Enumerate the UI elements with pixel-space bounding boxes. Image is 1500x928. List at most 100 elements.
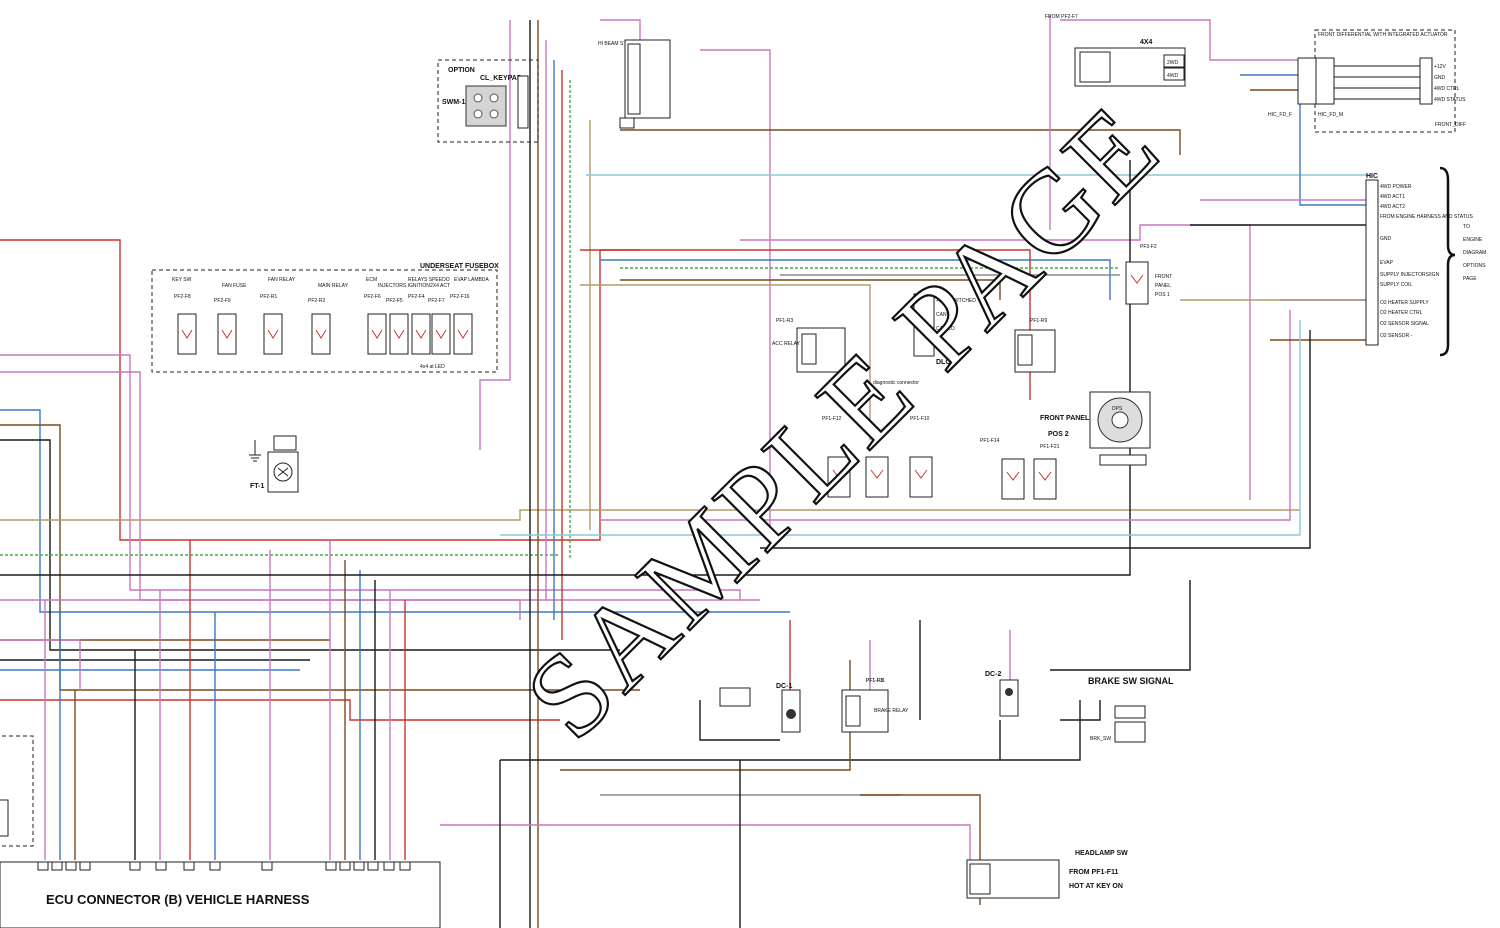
wire-tan: [580, 284, 871, 440]
wire-black: [760, 330, 1311, 549]
hic-label: HIC: [1366, 173, 1378, 180]
ecu-pin: [325, 861, 337, 871]
fusebox-header: RELAYS SPEEDO: [408, 277, 450, 283]
fuse-slot: [311, 313, 331, 355]
ecu-pin: [155, 861, 167, 871]
to-engine-line: TO: [1463, 224, 1470, 230]
fusebox-header: INJECTORS IGNITION: [378, 283, 430, 289]
front-diff-pin: GND: [1434, 75, 1446, 81]
wire-pink: [440, 824, 971, 860]
hic-fd-m-label: HIC_FD_M: [1318, 112, 1343, 118]
wire-blue: [0, 409, 790, 613]
ecu-pin: [65, 861, 77, 871]
pf-label: PF1-R8: [866, 678, 883, 684]
fuse-slot: [177, 313, 197, 355]
fuse-label: PF2-F9: [214, 298, 231, 304]
dlc-pin: CAN HI: [936, 312, 953, 318]
ecu-connector-title: ECU CONNECTOR (B) VEHICLE HARNESS: [46, 892, 310, 907]
fusebox-header: EVAP LAMBDA: [454, 277, 489, 283]
fuse-label: PF2-F4: [408, 294, 425, 300]
swm-label: SWM-1: [442, 99, 465, 106]
fuse-element: [267, 329, 279, 339]
ecu-pin: [51, 861, 63, 871]
fuse-slot: [367, 313, 387, 355]
dc-components: DC-1 DC-2 BRAKE RELAY: [719, 671, 1019, 733]
to-engine-line: ENGINE: [1463, 237, 1483, 243]
fuse-slot: [453, 313, 473, 355]
keypad-button: [489, 93, 499, 103]
hic-pin: O2 HEATER SUPPLY: [1380, 300, 1429, 306]
fuse-label: PF2-F7: [428, 298, 445, 304]
ft1-label: FT-1: [250, 483, 264, 490]
pf3-f2-label: PF3-F2: [1140, 244, 1157, 250]
hic-pin: O2 SENSOR -: [1380, 333, 1413, 339]
fusebox-header: FAN FUSE: [222, 283, 247, 289]
wire-red: [0, 699, 560, 721]
front-diff-group: FRONT DIFFERENTIAL WITH INTEGRATED ACTUA…: [1268, 29, 1466, 133]
pf-label: PF1-F14: [980, 438, 1000, 444]
wire-tan: [0, 509, 1300, 521]
ft1-component: FT-1: [249, 435, 299, 493]
ecu-pin: [383, 861, 395, 871]
brk-sw-label: BRK_SW: [1090, 736, 1111, 742]
front-diff-pin: +12V: [1434, 64, 1446, 70]
keypad-button: [473, 93, 483, 103]
wire-black: [1050, 580, 1191, 671]
wire-brown: [860, 794, 981, 905]
to-engine-line: OPTIONS: [1463, 263, 1486, 269]
wire-pink: [0, 639, 81, 690]
pf-label: PF1-R3: [776, 318, 793, 324]
headlamp-sw-label: HEADLAMP SW: [1075, 850, 1128, 857]
fuse-element: [415, 329, 427, 339]
ground-icon: [249, 440, 261, 462]
ecu-pin: [129, 861, 141, 871]
hi-beam-connector: HI BEAM STATUS: [598, 39, 671, 129]
ecu-pin: [183, 861, 195, 871]
fourwd-label: 4WD: [1167, 73, 1179, 79]
hic-pin: 4WD ACT1: [1380, 194, 1405, 200]
acc-relay-label: ACC RELAY: [772, 341, 801, 347]
dps-label: DPS: [1112, 406, 1123, 412]
pf-label: PF1-F12: [822, 416, 842, 422]
dps-sensor: DPS: [1089, 391, 1151, 466]
fuse-element: [393, 329, 405, 339]
fuse-label: PF2-F16: [450, 294, 470, 300]
ecu-pin: [261, 861, 273, 871]
dlc-pin: +12V SWITCHED: [936, 298, 976, 304]
fusebox-header: KEY SW: [172, 277, 192, 283]
from-pf2-f7-label: FROM PF2-F7: [1045, 14, 1078, 20]
to-engine-line: DIAGRAM: [1463, 250, 1486, 256]
brake-switch: BRAKE SW SIGNAL BRK_SW: [1088, 676, 1174, 743]
hic-pin: 4WD ACT2: [1380, 204, 1405, 210]
wire-black: [1060, 700, 1101, 721]
from-pf1-f11-label: FROM PF1-F11: [1069, 869, 1119, 876]
front-diff-pin: 4WD STATUS: [1434, 97, 1466, 103]
front-panel-pos1-line: POS 1: [1155, 292, 1170, 298]
ecu-pin: [339, 861, 351, 871]
fuse-label: PF2-F6: [364, 294, 381, 300]
pf-label: PF1-F10: [910, 416, 930, 422]
front-diff-title: FRONT DIFFERENTIAL WITH INTEGRATED ACTUA…: [1318, 32, 1448, 38]
fuse-slot: [411, 313, 431, 355]
dlc-label: DLC: [936, 359, 950, 366]
wire-pink: [700, 49, 771, 530]
fuse-element: [435, 329, 447, 339]
hic-pin: EVAP: [1380, 260, 1394, 266]
wire-blue: [600, 259, 1111, 300]
fuse-slot: [431, 313, 451, 355]
ecu-pin: [353, 861, 365, 871]
pf-label: PF1-R9: [1030, 318, 1047, 324]
wire-pink: [479, 20, 511, 450]
dlc-pin: CAN LO: [936, 326, 955, 332]
fuse-slot: [389, 313, 409, 355]
pf-label: PF1-F11: [866, 678, 885, 684]
wire-pink: [0, 599, 521, 620]
hic-pin: O2 SENSOR SIGNAL: [1380, 321, 1429, 327]
front-panel-pos1-line: FRONT: [1155, 274, 1172, 280]
hic-pin: SUPPLY COIL: [1380, 282, 1413, 288]
fourx4-connector: FROM PF2-F7 4X4 2WD 4WD: [1045, 14, 1186, 87]
dc2-label: DC-2: [985, 671, 1001, 678]
